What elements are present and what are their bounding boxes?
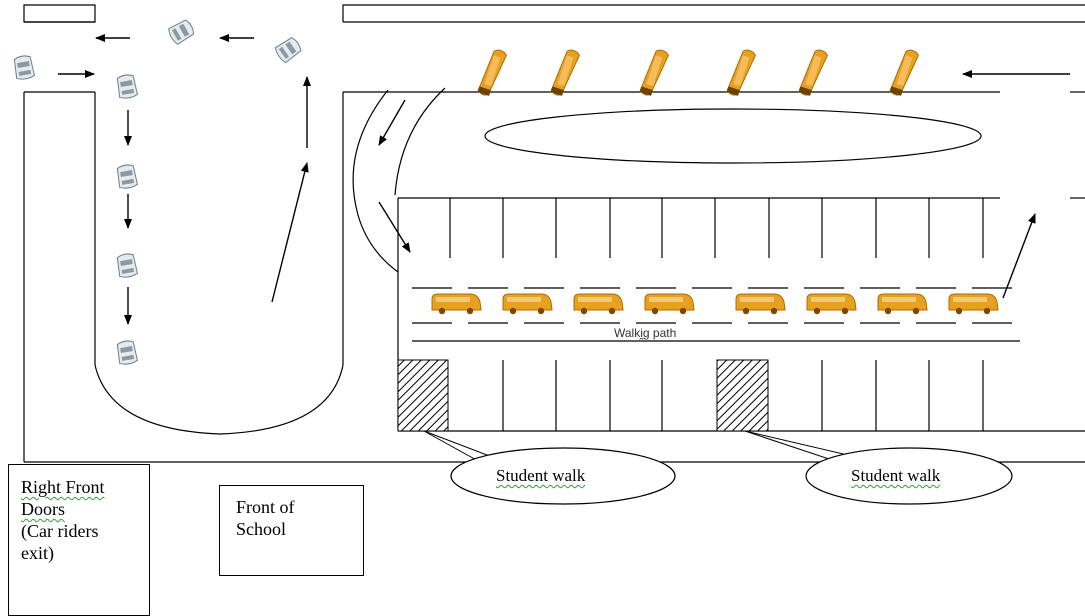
school-bus-icon [431, 293, 482, 315]
student-walk-label-2: Student walk [851, 466, 941, 485]
school-bus-icon [877, 293, 928, 315]
arrow-icon [378, 99, 406, 146]
car-icon [115, 252, 139, 279]
right-front-doors-line1: Right Front [21, 477, 105, 497]
callout-ellipse-1 [450, 447, 676, 505]
front-of-school-box [219, 485, 364, 576]
walking-path-label: Walkḭg path [614, 326, 677, 340]
car-riders-line1: (Car riders [21, 521, 99, 541]
school-bus-icon [888, 47, 920, 99]
callout-ellipse-2 [805, 447, 1013, 505]
school-bus-icon [735, 293, 786, 315]
car-icon [273, 35, 304, 65]
school-bus-icon [638, 47, 670, 99]
car-icon [115, 339, 139, 366]
front-of-school-line1: Front of [236, 497, 295, 517]
car-riders-line2: exit) [21, 543, 54, 563]
student-walk-label-1: Student walk [496, 466, 586, 485]
right-front-doors-line2: Doors [21, 499, 65, 519]
cars [12, 17, 304, 366]
arrow-icon [378, 201, 411, 253]
school-bus-icon [797, 47, 829, 99]
school-bus-icon [476, 47, 508, 99]
front-of-school-line2: School [236, 519, 287, 539]
school-bus-icon [948, 293, 999, 315]
entrance-curves [352, 87, 446, 273]
car-icon [115, 73, 139, 100]
school-bus-icon [806, 293, 857, 315]
car-icon [12, 54, 36, 81]
car-icon [166, 17, 197, 46]
right-front-doors-label: Right Front Doors (Car riders exit) [21, 476, 105, 564]
traffic-arrows [58, 34, 1070, 325]
road-borders [23, 4, 1085, 463]
front-of-school-label: Front of School [236, 496, 295, 540]
school-bus-icon [725, 47, 757, 99]
buses-top-road [476, 47, 920, 99]
median-ellipse [484, 108, 982, 164]
arrow-icon [1002, 213, 1036, 299]
school-bus-icon [573, 293, 624, 315]
school-bus-icon [644, 293, 695, 315]
school-bus-icon [549, 47, 581, 99]
school-bus-icon [502, 293, 553, 315]
arrow-icon [271, 162, 309, 303]
car-icon [115, 163, 139, 190]
student-walk-area-2 [716, 359, 769, 432]
student-walk-area-1 [397, 359, 449, 432]
buses-loading-lane [431, 293, 999, 315]
